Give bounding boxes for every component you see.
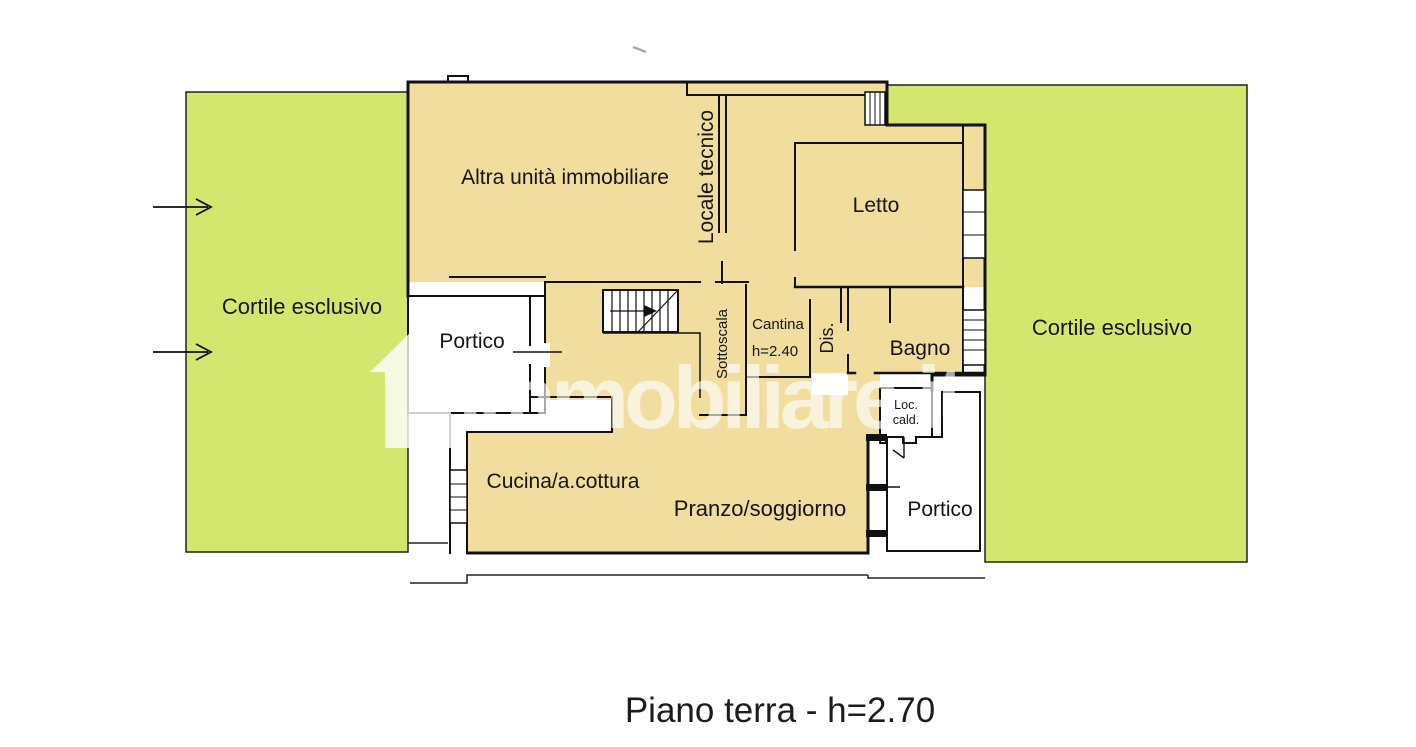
portico-pillars [866,434,887,537]
inner-walls-thick [793,285,987,375]
building-interior [408,82,985,553]
door-opening [539,343,550,367]
room-label-letto: Letto [853,194,900,217]
window-letto [962,189,986,259]
room-label-portico-right: Portico [907,498,972,521]
plinth-outline [408,542,985,584]
courtyard-right-label: Cortile esclusivo [1032,315,1192,340]
courtyard-left-label: Cortile esclusivo [222,294,382,319]
room-label-pranzo: Pranzo/soggiorno [674,496,846,521]
window-bagno [962,309,986,366]
boiler-door [892,437,905,459]
room-label-portico-left: Portico [439,330,504,353]
room-label-loc-cald-2: cald. [893,413,919,427]
boiler-room-area [879,387,933,444]
room-label-locale-tecnico: Locale tecnico [695,110,718,244]
portico-right-area [886,391,981,552]
room-label-loc-cald-1: Loc. [894,398,918,412]
courtyard-left-area [185,91,409,553]
cantina-height-label: h=2.40 [752,343,798,360]
window-top [864,91,886,126]
room-label-altra-unita: Altra unità immobiliare [461,166,669,189]
room-label-sottoscala: Sottoscala [714,308,731,379]
entrance-arrow-icon [153,343,213,361]
staircase [602,289,679,333]
entrance-arrow-icon [153,198,213,216]
floor-caption: Piano terra - h=2.70 [625,691,935,730]
room-label-bagno: Bagno [890,337,951,360]
window-cucina [449,469,468,524]
room-label-cucina: Cucina/a.cottura [487,470,640,493]
sottoscala-wall [603,332,701,398]
watermark-text: immobiliare.it [458,348,965,447]
room-label-dis: Dis. [817,323,837,354]
room-label-cantina: Cantina [752,316,804,333]
watermark: immobiliare.it [370,326,970,448]
scan-artifact [632,45,647,54]
house-icon [370,326,466,448]
